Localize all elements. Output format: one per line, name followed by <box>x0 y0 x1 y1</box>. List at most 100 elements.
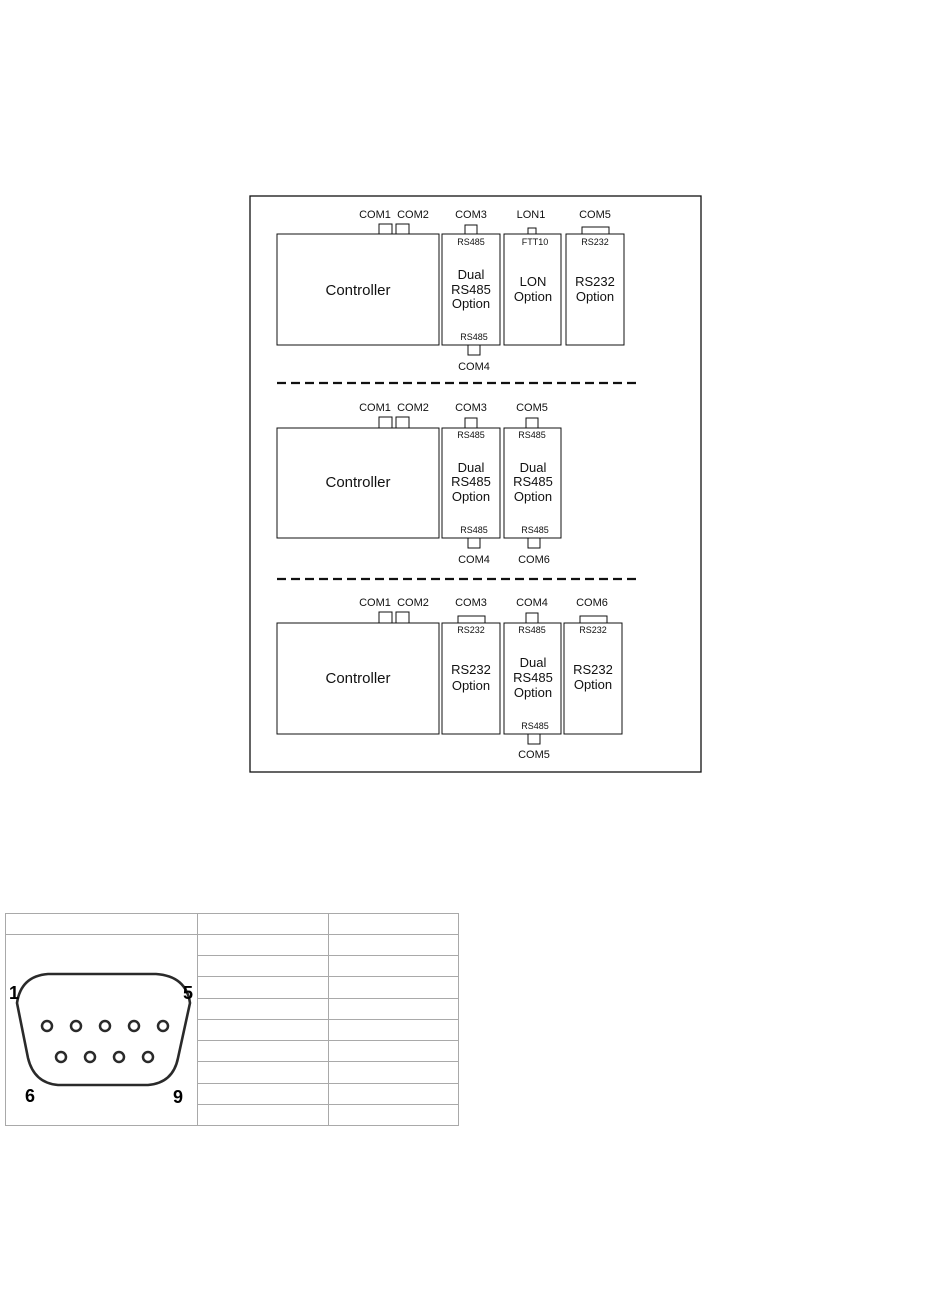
top-port-tag: RS232 <box>457 625 485 635</box>
module-label-line: RS232 <box>451 662 491 677</box>
table-row <box>6 997 459 1020</box>
bottom-port-label: COM4 <box>458 361 490 373</box>
top-port <box>525 417 539 429</box>
controller-label: Controller <box>325 282 390 299</box>
lon-option-module: LON1 FTT10 LON Option <box>503 209 562 346</box>
bottom-port-label: COM6 <box>518 554 550 566</box>
pin-hole <box>69 1019 83 1033</box>
panel-1: Controller COM1 COM2 COM3 RS485 Dual RS4… <box>276 209 625 373</box>
table-header-cell <box>197 913 329 935</box>
table-row <box>6 1103 459 1127</box>
top-port-label: COM3 <box>455 597 487 609</box>
table-cell <box>328 1018 459 1042</box>
top-port-tag: RS232 <box>581 237 609 247</box>
pin-1-label: 1 <box>9 983 19 1003</box>
module-label-line: RS485 <box>513 474 553 489</box>
table-cell <box>328 1082 459 1105</box>
top-port <box>579 615 608 624</box>
top-port <box>464 417 478 429</box>
module-label-line: RS485 <box>451 282 491 297</box>
com2-port <box>395 416 410 429</box>
bottom-port-tag: RS485 <box>460 525 488 535</box>
db9-shell-outline <box>15 972 192 1087</box>
com1-port <box>378 223 393 235</box>
bottom-port-label: COM4 <box>458 554 490 566</box>
table-row <box>6 1082 459 1105</box>
bottom-port <box>527 733 541 745</box>
com1-port <box>378 611 393 624</box>
com2-label: COM2 <box>397 597 429 609</box>
pin-hole <box>112 1050 126 1064</box>
top-port-tag: RS485 <box>518 625 546 635</box>
table-row <box>6 1061 459 1084</box>
dual-rs485-option-module: COM3 RS485 Dual RS485 Option RS485 COM4 <box>441 209 501 373</box>
com-port-configuration-diagram: Controller COM1 COM2 COM3 RS485 Dual RS4… <box>249 195 702 773</box>
table-row <box>6 1040 459 1063</box>
table-cell <box>197 1061 329 1084</box>
module-label-line: Option <box>452 489 490 504</box>
module-label-line: RS485 <box>451 474 491 489</box>
top-port <box>464 224 478 235</box>
db9-connector-cell: 1 5 6 9 <box>5 934 198 1126</box>
module-label-line: Option <box>452 678 490 693</box>
module-label-line: Dual <box>520 655 547 670</box>
controller-box <box>276 427 440 539</box>
bottom-port-tag: RS485 <box>521 525 549 535</box>
pin-hole <box>141 1050 155 1064</box>
table-cell <box>328 1061 459 1084</box>
dual-rs485-option-module: COM5 RS485 Dual RS485 Option RS485 COM6 <box>503 402 562 566</box>
db9-pins <box>40 1019 170 1064</box>
top-port-label: COM6 <box>576 597 608 609</box>
module-label-line: Option <box>514 685 552 700</box>
table-header-row <box>5 913 459 935</box>
pin-5-label: 5 <box>183 983 193 1003</box>
table-cell <box>197 955 329 978</box>
panel-3: Controller COM1 COM2 COM3 RS232 RS232 Op… <box>276 597 623 761</box>
panel-2: Controller COM1 COM2 COM3 RS485 Dual RS4… <box>276 402 562 566</box>
module-label-line: Option <box>452 296 490 311</box>
top-port-tag: RS485 <box>457 237 485 247</box>
top-port-label: COM3 <box>455 402 487 414</box>
table-cell <box>328 1040 459 1063</box>
com1-label: COM1 <box>359 402 391 414</box>
top-port <box>527 227 537 235</box>
com2-label: COM2 <box>397 402 429 414</box>
table-cell <box>197 1103 329 1127</box>
com2-port <box>395 611 410 624</box>
dual-rs485-option-module: COM4 RS485 Dual RS485 Option RS485 COM5 <box>503 597 562 761</box>
top-port <box>581 226 610 235</box>
pin-hole <box>127 1019 141 1033</box>
top-port-tag: RS485 <box>518 430 546 440</box>
pin-6-label: 6 <box>25 1086 35 1106</box>
top-port-label: LON1 <box>517 209 546 221</box>
table-cell <box>328 976 459 999</box>
pin-9-label: 9 <box>173 1087 183 1107</box>
top-port-label: COM3 <box>455 209 487 221</box>
top-port-tag: FTT10 <box>522 237 549 247</box>
table-cell <box>328 955 459 978</box>
table-cell <box>197 933 329 957</box>
com1-label: COM1 <box>359 209 391 221</box>
top-port-label: COM5 <box>516 402 548 414</box>
bottom-port <box>467 537 481 549</box>
module-label-line: RS232 <box>573 662 613 677</box>
module-label-line: Dual <box>458 460 485 475</box>
table-header-cell <box>328 913 459 935</box>
table-row: 1 5 6 9 <box>5 933 459 1126</box>
table-cell <box>328 1103 459 1127</box>
controller-box <box>276 622 440 735</box>
rs232-option-module: COM3 RS232 RS232 Option <box>441 597 501 735</box>
table-cell <box>197 1040 329 1063</box>
com2-label: COM2 <box>397 209 429 221</box>
module-label-line: RS485 <box>513 670 553 685</box>
db9-connector-diagram: 1 5 6 9 <box>9 972 193 1107</box>
table-cell <box>197 997 329 1020</box>
bottom-port-tag: RS485 <box>460 332 488 342</box>
controller-label: Controller <box>325 670 390 687</box>
module-label-line: Dual <box>520 460 547 475</box>
table-cell <box>328 933 459 957</box>
module-label-line: Option <box>514 489 552 504</box>
com1-port <box>378 416 393 429</box>
top-port-tag: RS485 <box>457 430 485 440</box>
top-port <box>525 612 539 624</box>
